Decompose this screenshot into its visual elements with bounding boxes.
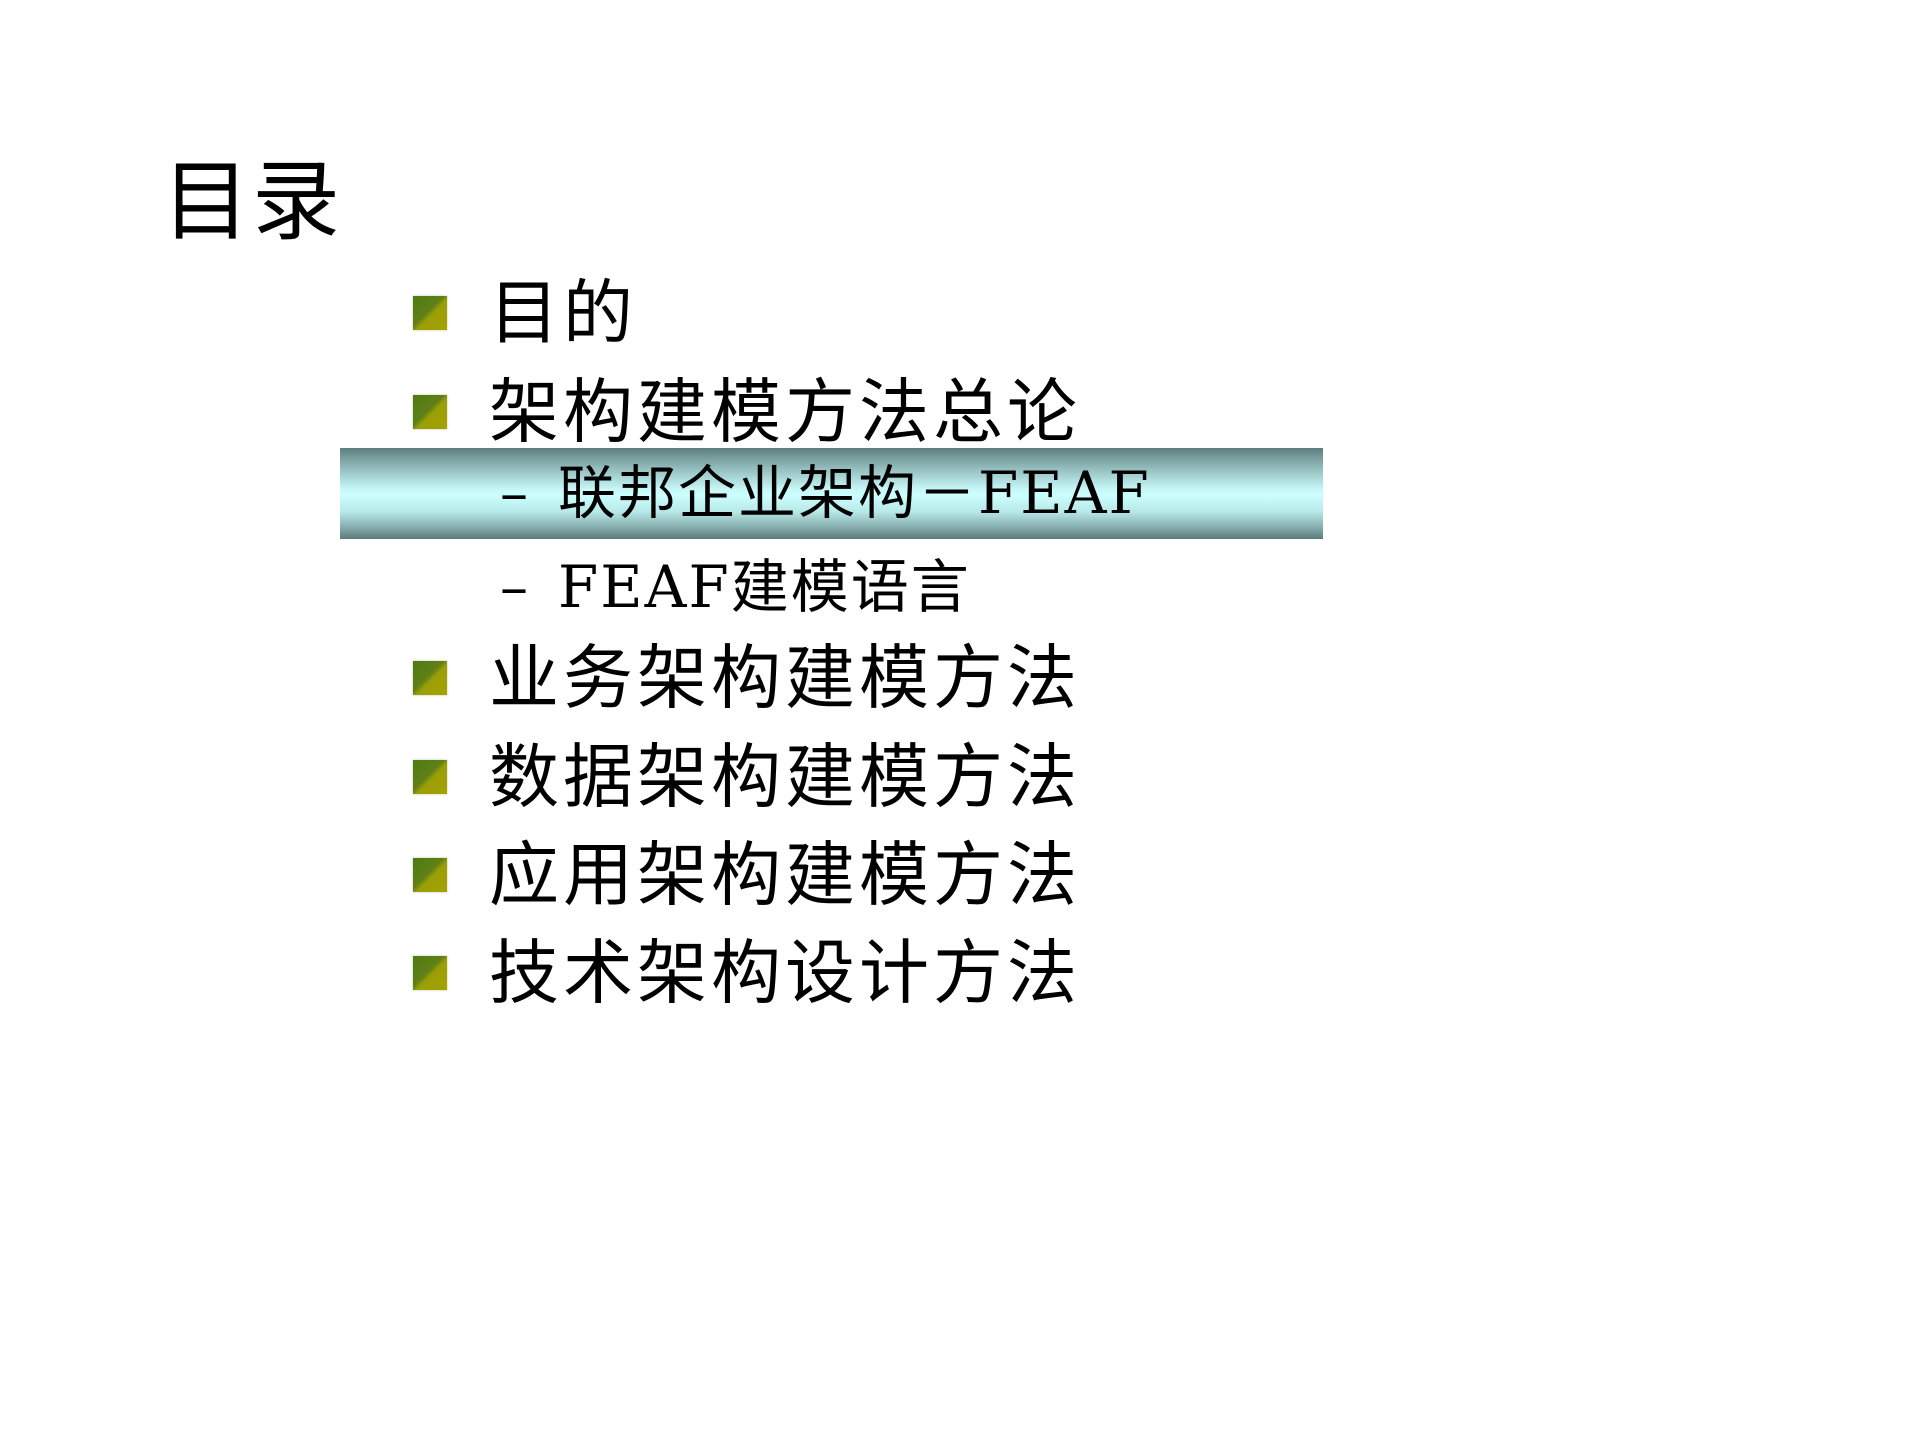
toc-item-label: 数据架构建模方法 bbox=[489, 736, 1081, 818]
toc-item-purpose[interactable]: 目的 bbox=[413, 265, 637, 361]
toc-item-business-architecture[interactable]: 业务架构建模方法 bbox=[413, 630, 1081, 726]
toc-item-label: 架构建模方法总论 bbox=[489, 371, 1081, 453]
toc-subitem-label: FEAF建模语言 bbox=[558, 553, 971, 621]
slide-title: 目录 bbox=[162, 150, 343, 253]
square-bullet-icon bbox=[413, 395, 447, 429]
toc-item-technology-architecture[interactable]: 技术架构设计方法 bbox=[413, 925, 1081, 1021]
toc-subitem-label: 联邦企业架构－FEAF bbox=[558, 459, 1151, 527]
dash-marker: – bbox=[500, 460, 528, 526]
toc-item-overview[interactable]: 架构建模方法总论 bbox=[413, 364, 1081, 460]
square-bullet-icon bbox=[413, 661, 447, 695]
dash-marker: – bbox=[500, 554, 528, 620]
toc-item-label: 技术架构设计方法 bbox=[489, 932, 1081, 1014]
toc-item-label: 应用架构建模方法 bbox=[489, 834, 1081, 916]
toc-subitem-feaf[interactable]: – 联邦企业架构－FEAF bbox=[500, 451, 1151, 535]
toc-item-data-architecture[interactable]: 数据架构建模方法 bbox=[413, 729, 1081, 825]
toc-subitem-feaf-language[interactable]: – FEAF建模语言 bbox=[500, 545, 971, 629]
square-bullet-icon bbox=[413, 956, 447, 990]
square-bullet-icon bbox=[413, 296, 447, 330]
current-section-highlight bbox=[340, 448, 1323, 539]
square-bullet-icon bbox=[413, 858, 447, 892]
toc-item-label: 业务架构建模方法 bbox=[489, 637, 1081, 719]
toc-item-application-architecture[interactable]: 应用架构建模方法 bbox=[413, 827, 1081, 923]
square-bullet-icon bbox=[413, 760, 447, 794]
toc-item-label: 目的 bbox=[489, 272, 637, 354]
